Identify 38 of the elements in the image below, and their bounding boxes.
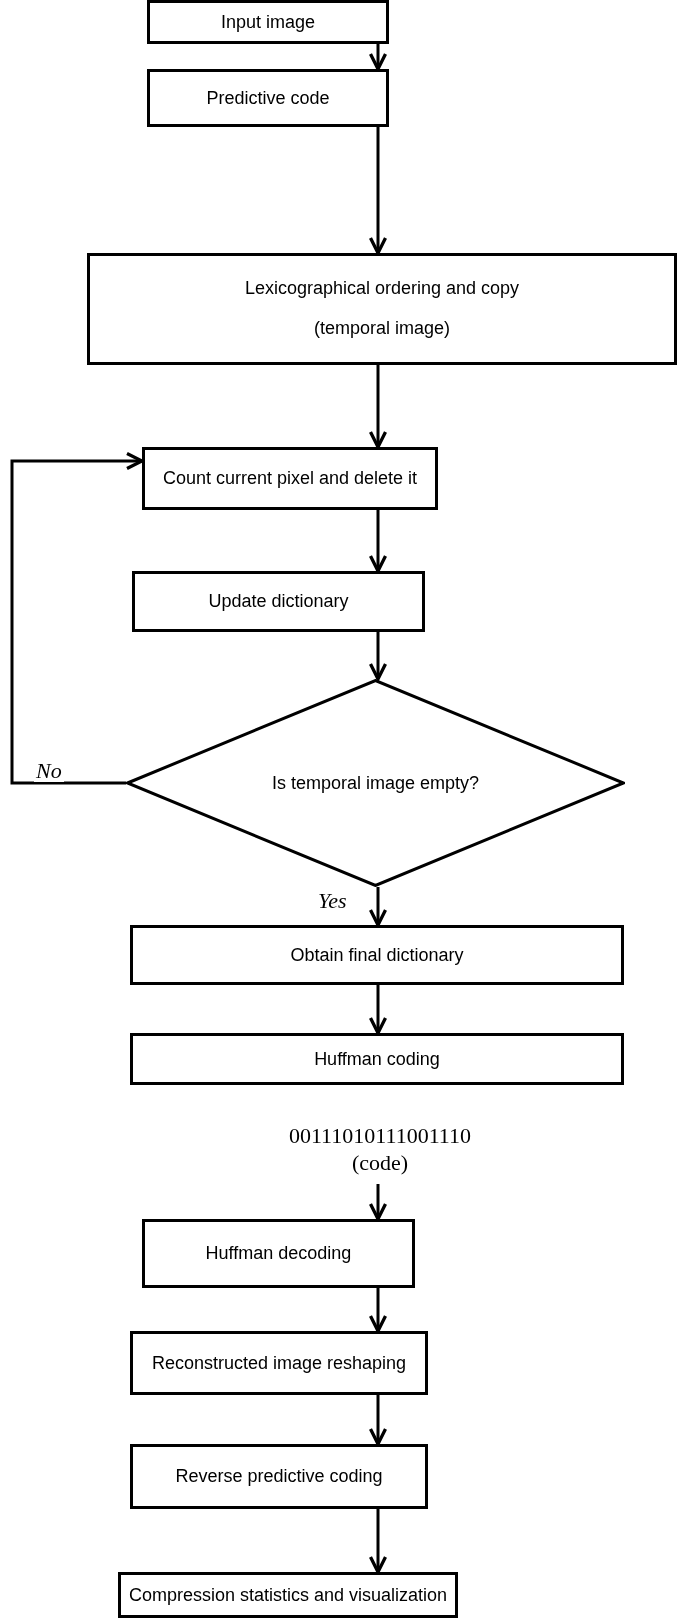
decision-diamond (126, 679, 625, 887)
step-label: Update dictionary (208, 591, 349, 612)
arrow (368, 1509, 388, 1574)
arrow (10, 451, 144, 785)
arrow (368, 632, 388, 681)
arrow (368, 1288, 388, 1333)
code-text: 00111010111001110 (288, 1121, 472, 1149)
process-box (130, 1033, 624, 1085)
step-label: Lexicographical ordering and copy (temporal image) (243, 277, 521, 340)
process-box (130, 925, 624, 985)
arrow (368, 127, 388, 255)
arrow (368, 985, 388, 1035)
process-box (147, 0, 389, 44)
process-box (142, 1219, 415, 1288)
step-label: Obtain final dictionary (290, 944, 464, 966)
arrow (368, 44, 388, 71)
step-label: Huffman coding (314, 1048, 440, 1070)
arrow (368, 510, 388, 573)
process-box (130, 1331, 428, 1395)
decision-text: Is temporal image empty? (271, 772, 480, 795)
step-label: Input image (220, 11, 316, 33)
step-label: Reconstructed image reshaping (151, 1352, 407, 1374)
step-label: Reverse predictive coding (175, 1466, 383, 1487)
step-label: Count current pixel and delete it (162, 468, 418, 489)
arrow (368, 1395, 388, 1446)
process-box (130, 1444, 428, 1509)
step-label: Compression statistics and visualization (128, 1584, 448, 1606)
process-box (118, 1572, 458, 1618)
arrow (368, 1184, 388, 1221)
process-box (87, 253, 677, 365)
step-label: Predictive code (206, 87, 330, 109)
code-text: (code) (351, 1149, 409, 1177)
arrow (368, 365, 388, 449)
arrow (368, 887, 388, 927)
step-label: Huffman decoding (205, 1243, 352, 1264)
process-box (147, 69, 389, 127)
process-box (142, 447, 438, 510)
process-box (132, 571, 425, 632)
